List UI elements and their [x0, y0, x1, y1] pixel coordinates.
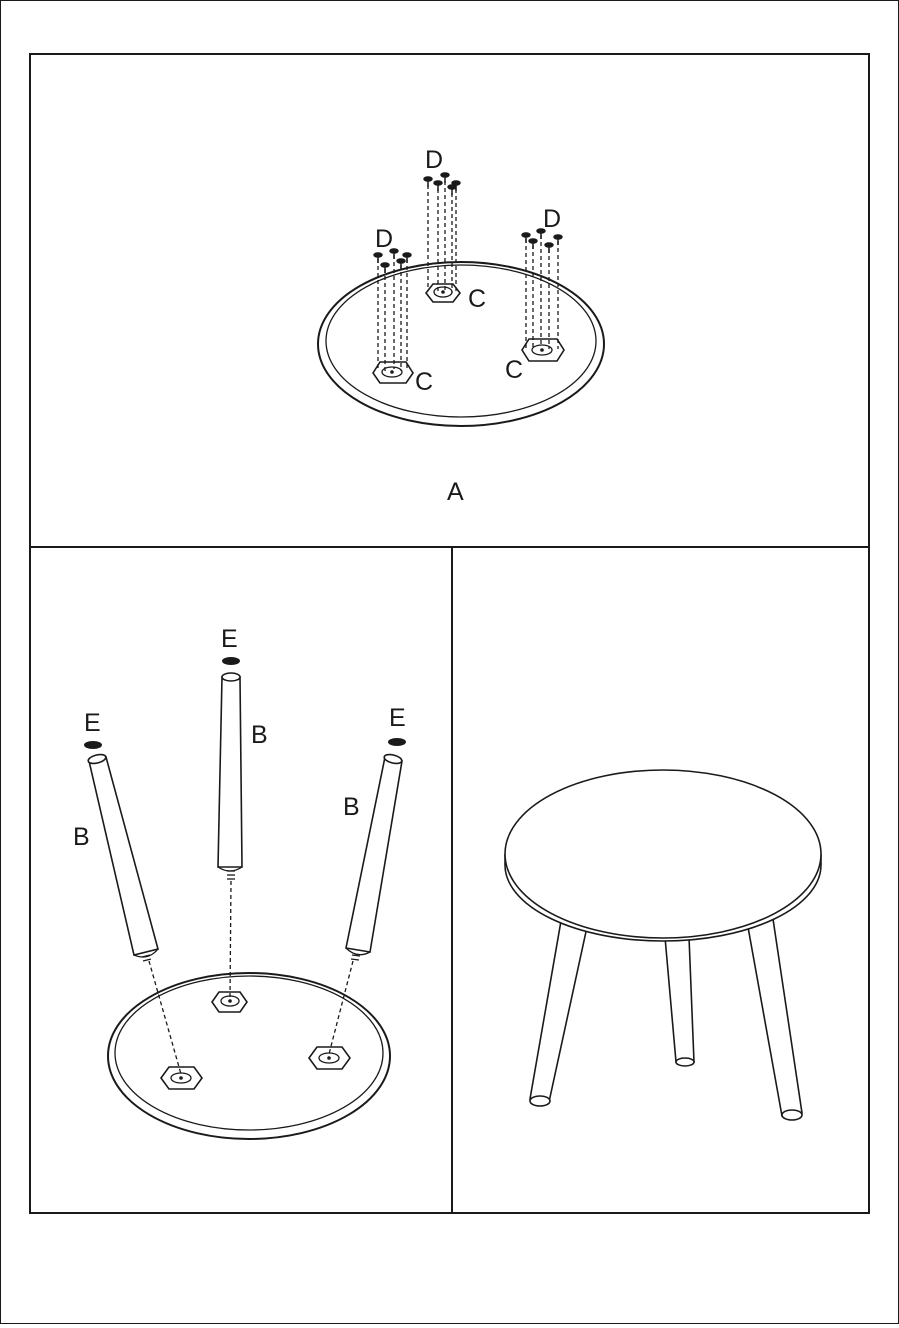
step-2-leg-attachment: E E E B B B — [73, 625, 406, 1139]
label-c-right: C — [505, 356, 523, 384]
assembled-leg-front-right — [748, 919, 802, 1120]
label-d-center: D — [425, 146, 443, 174]
leg-right — [346, 753, 403, 960]
assembled-leg-back — [665, 937, 694, 1066]
step-1-plate-attachment: D D D C C C A — [318, 146, 604, 506]
assembled-leg-front-left — [530, 921, 587, 1106]
leg-center — [218, 673, 242, 879]
label-b-right: B — [343, 793, 360, 821]
label-e-center: E — [221, 625, 238, 653]
mounting-plate-bottom-left — [161, 1067, 202, 1089]
mounting-plate-center — [426, 284, 460, 302]
felt-pad-center — [222, 657, 240, 665]
label-a-table-top: A — [447, 478, 464, 506]
screws-center-group — [424, 173, 460, 293]
label-d-right: D — [543, 205, 561, 233]
label-d-left: D — [375, 225, 393, 253]
felt-pad-left — [84, 741, 102, 749]
step-3-assembled-table — [505, 770, 821, 1120]
assembled-table-top — [505, 770, 821, 941]
guide-line-right — [329, 961, 353, 1054]
label-e-right: E — [389, 704, 406, 732]
label-b-left: B — [73, 823, 90, 851]
label-b-center: B — [251, 721, 268, 749]
label-c-left: C — [415, 368, 433, 396]
felt-pad-right — [388, 738, 406, 746]
guide-line-left — [149, 961, 181, 1074]
label-c-center: C — [468, 285, 486, 313]
screws-right-group — [522, 229, 562, 349]
leg-left — [87, 753, 158, 961]
label-e-left: E — [84, 709, 101, 737]
panel-step-2-frame — [30, 547, 452, 1213]
guide-line-center — [230, 881, 231, 998]
